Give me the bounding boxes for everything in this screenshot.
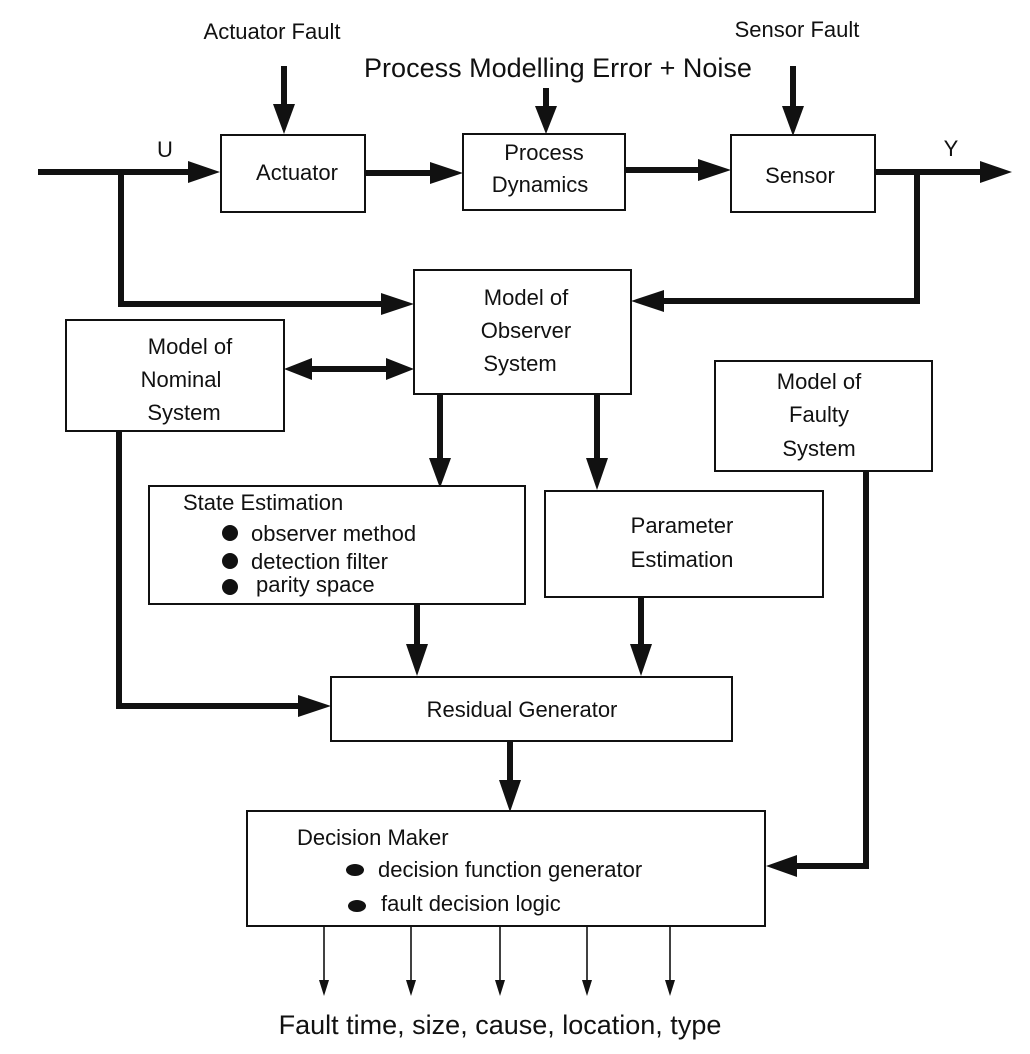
state-estimation-block (148, 485, 526, 605)
sensor-block-label: Sensor (765, 163, 835, 188)
observer-model-line-2: Observer (481, 318, 571, 343)
state-estimation-item-2: detection filter (251, 549, 388, 574)
parameter-estimation-line-1: Parameter (631, 513, 734, 538)
u-signal-label: U (157, 137, 173, 162)
faulty-model-block (714, 360, 933, 472)
nominal-model-block (65, 319, 285, 432)
state-to-residual-arrow (406, 604, 428, 676)
faulty-to-decision-arrow (766, 471, 869, 877)
parameter-estimation-line-2: Estimation (631, 547, 734, 572)
decision-maker-block (246, 810, 766, 927)
y-to-observer-arrow (631, 172, 920, 312)
state-estimation-title: State Estimation (183, 490, 343, 515)
actuator-to-process-arrow (365, 162, 463, 184)
output-arrow-4 (582, 926, 592, 996)
modelling-error-label: Process Modelling Error + Noise (364, 53, 752, 83)
actuator-fault-label: Actuator Fault (204, 19, 341, 44)
nominal-observer-bidirectional-arrow (284, 358, 414, 380)
parameter-estimation-block (544, 490, 824, 598)
residual-generator-block (330, 676, 733, 742)
sensor-fault-arrow (782, 66, 804, 136)
decision-maker-item-2: fault decision logic (381, 891, 561, 916)
process-dynamics-line-2: Dynamics (492, 172, 589, 197)
output-arrow-3 (495, 926, 505, 996)
observer-to-parameter-estimation-arrow (586, 394, 608, 490)
output-caption: Fault time, size, cause, location, type (279, 1010, 722, 1040)
state-estimation-item-1: observer method (251, 521, 416, 546)
process-dynamics-block (462, 133, 626, 211)
actuator-fault-arrow (273, 66, 295, 134)
residual-generator-label: Residual Generator (427, 697, 618, 722)
actuator-block (220, 134, 366, 213)
process-dynamics-line-1: Process (504, 140, 583, 165)
u-to-observer-arrow (118, 172, 414, 315)
state-estimation-item-3: parity space (256, 572, 375, 597)
y-output-arrow (875, 161, 1012, 183)
y-signal-label: Y (944, 136, 959, 161)
nominal-model-line-1: Model of (148, 334, 233, 359)
observer-model-block (413, 269, 632, 395)
residual-to-decision-arrow (499, 741, 521, 812)
output-arrow-1 (319, 926, 329, 996)
observer-to-state-estimation-arrow (429, 394, 451, 488)
output-arrow-2 (406, 926, 416, 996)
nominal-to-residual-arrow (116, 431, 331, 717)
nominal-model-line-3: System (147, 400, 220, 425)
parameter-to-residual-arrow (630, 597, 652, 676)
decision-maker-bullet-2 (348, 900, 366, 912)
u-input-arrow (38, 161, 220, 183)
state-estimation-bullet-3 (222, 579, 238, 595)
modelling-error-arrow (535, 88, 557, 134)
faulty-model-line-1: Model of (777, 369, 862, 394)
state-estimation-bullet-2 (222, 553, 238, 569)
sensor-fault-label: Sensor Fault (735, 17, 860, 42)
nominal-model-line-2: Nominal (141, 367, 222, 392)
observer-model-line-1: Model of (484, 285, 569, 310)
actuator-block-label: Actuator (256, 160, 338, 185)
process-to-sensor-arrow (625, 159, 731, 181)
faulty-model-line-3: System (782, 436, 855, 461)
decision-maker-bullet-1 (346, 864, 364, 876)
observer-model-line-3: System (483, 351, 556, 376)
decision-maker-title: Decision Maker (297, 825, 449, 850)
state-estimation-bullet-1 (222, 525, 238, 541)
faulty-model-line-2: Faulty (789, 402, 849, 427)
output-arrow-5 (665, 926, 675, 996)
decision-maker-item-1: decision function generator (378, 857, 642, 882)
